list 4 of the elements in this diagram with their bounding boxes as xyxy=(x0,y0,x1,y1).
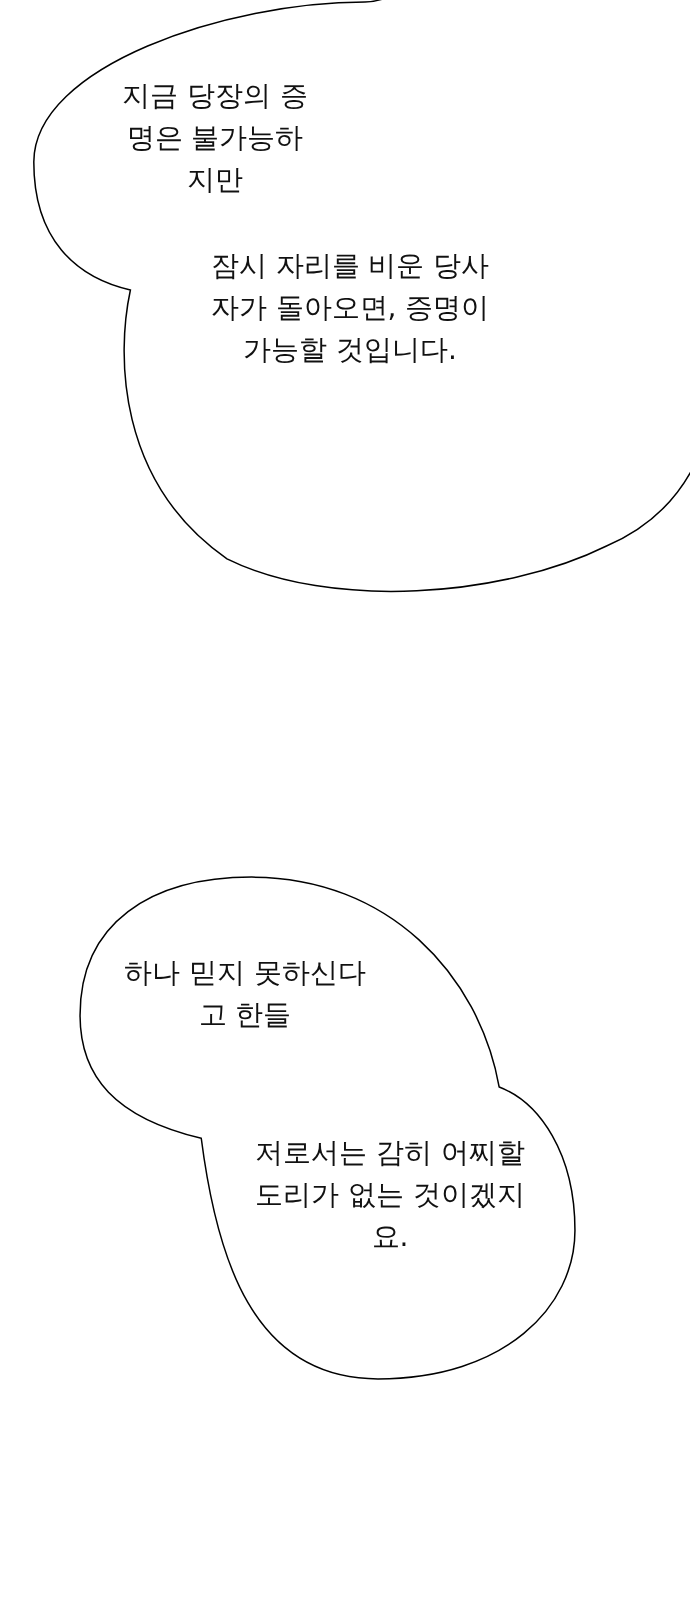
speech-text: 지금 당장의 증명은 불가능하지만 xyxy=(121,78,309,198)
speech-text: 잠시 자리를 비운 당사자가 돌아오면, 증명이 가능할 것입니다. xyxy=(209,248,491,368)
speech-text: 저로서는 감히 어찌할 도리가 없는 것이겠지요. xyxy=(254,1135,526,1255)
speech-text: 하나 믿지 못하신다고 한들 xyxy=(123,955,367,1033)
